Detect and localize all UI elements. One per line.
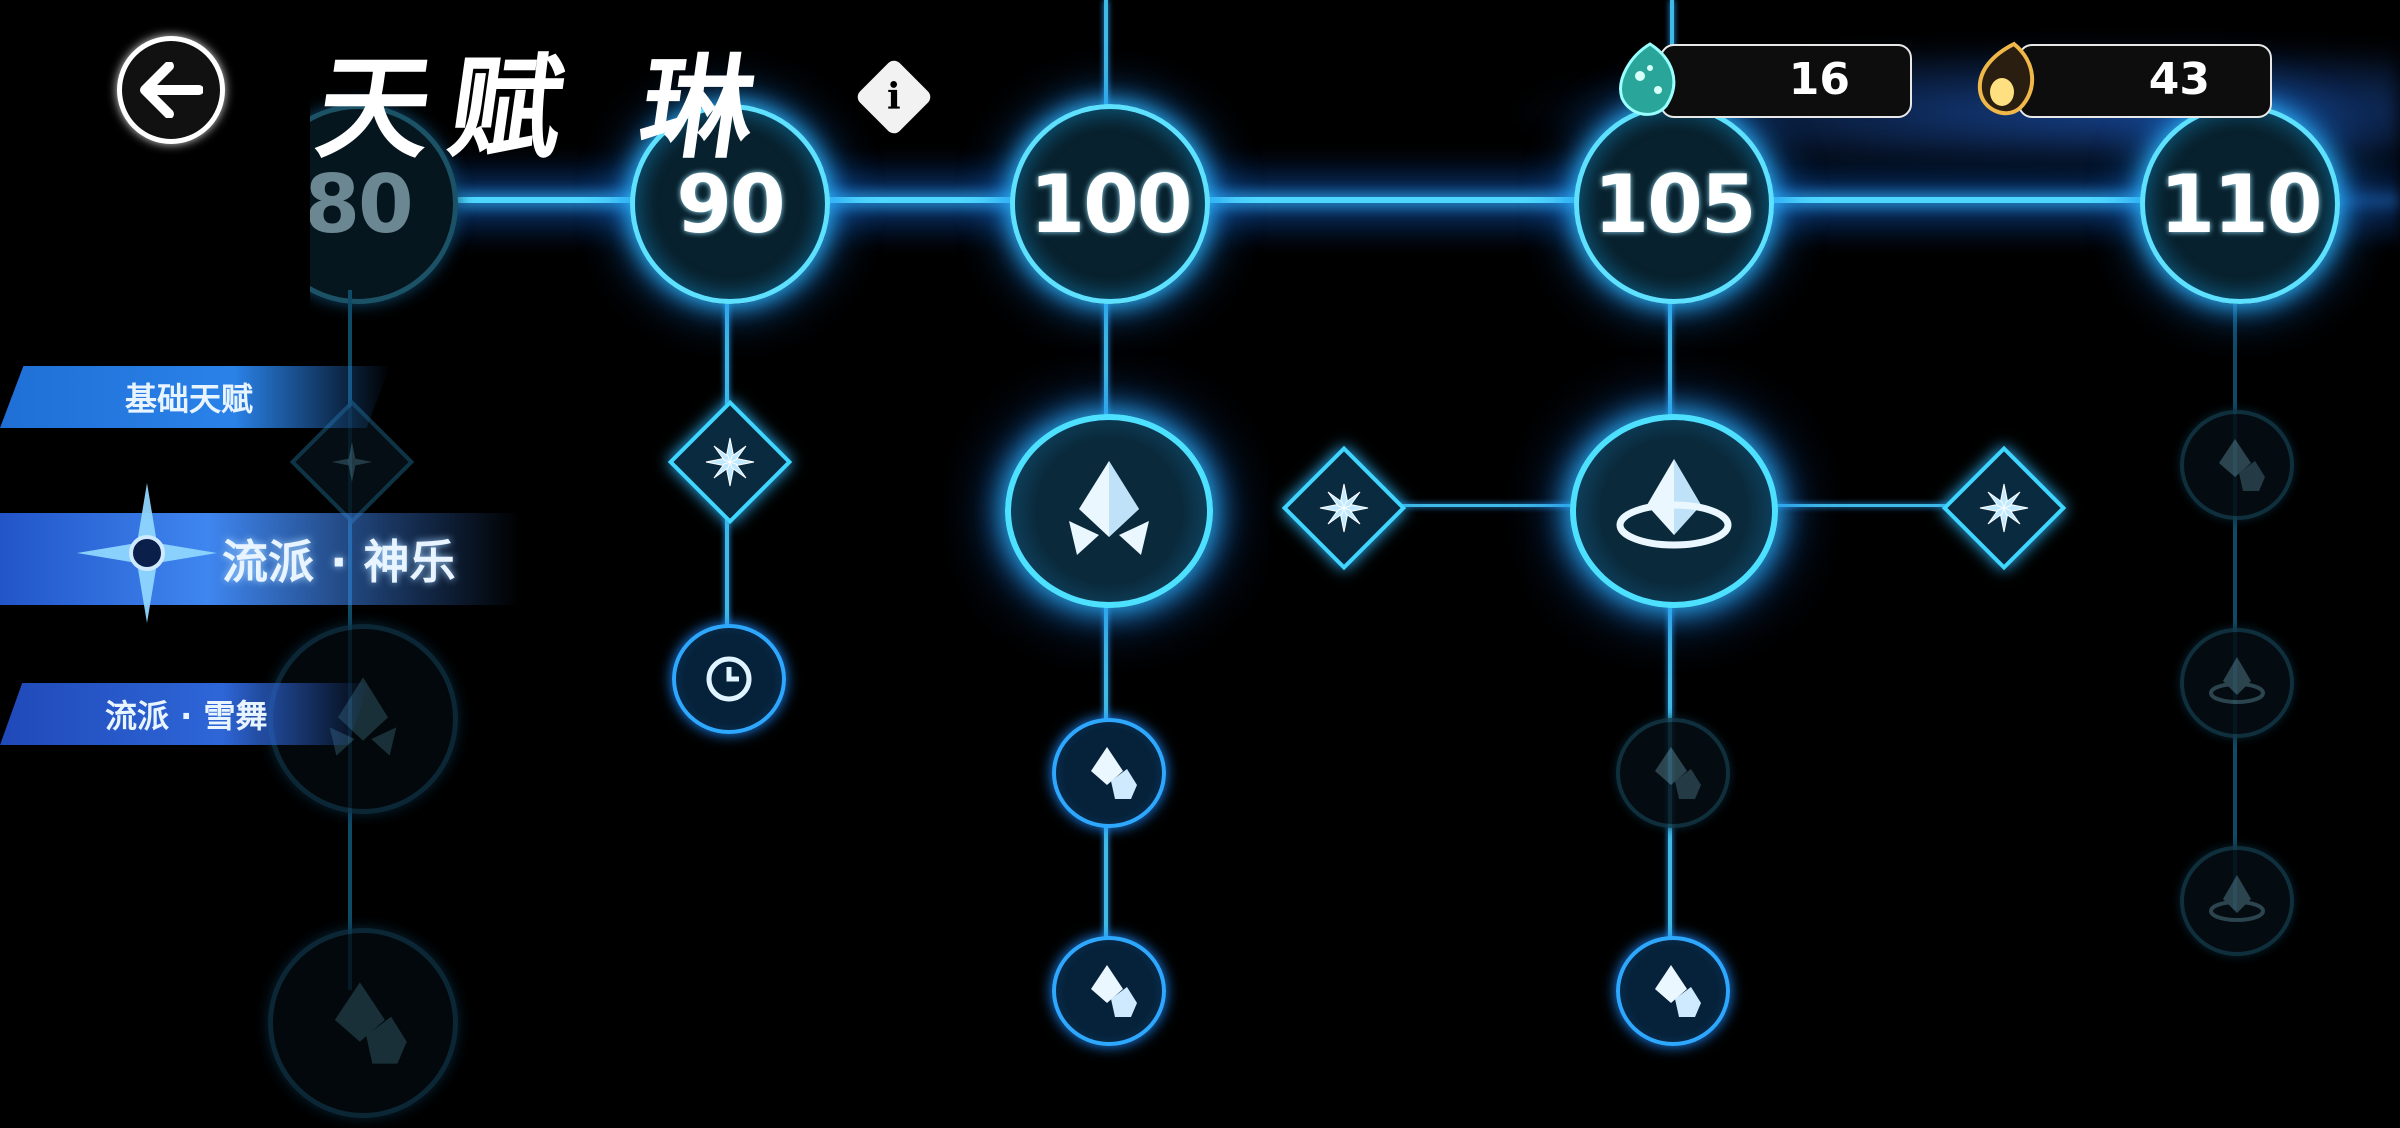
currency-gold: 43 [1977, 41, 2272, 118]
clock-icon [706, 656, 752, 702]
talent-diamond-node-locked[interactable] [289, 399, 415, 525]
talent-node-clock[interactable] [672, 624, 786, 734]
talent-node[interactable] [1052, 936, 1166, 1046]
crystal-house-icon [1655, 965, 1701, 1017]
tab-label: 流派 · 神乐 [222, 535, 456, 589]
talent-node[interactable] [1052, 718, 1166, 828]
snowflake-icon [1979, 483, 2029, 533]
info-button[interactable]: i [854, 57, 934, 137]
tab-label: 基础天赋 [125, 380, 254, 418]
page-title: 天赋 琳 [309, 43, 783, 174]
snowflake-icon [705, 437, 755, 487]
track-line [1104, 0, 1108, 110]
level-node-90[interactable]: 90 [630, 104, 830, 304]
crystal-house-icon [1091, 747, 1137, 799]
info-icon: i [887, 76, 901, 118]
tab-school-kagura[interactable]: 流派 · 神乐 [0, 513, 520, 605]
talent-node-locked[interactable] [2180, 846, 2294, 956]
talent-node-locked[interactable] [2180, 410, 2294, 520]
talent-diamond-node[interactable] [1281, 445, 1407, 571]
crystal-ring-icon [1616, 459, 1732, 549]
tab-basic-talent[interactable]: 基础天赋 [0, 366, 390, 428]
tab-label: 流派 · 雪舞 [105, 697, 268, 735]
talent-node-locked[interactable] [1616, 718, 1730, 828]
talent-node[interactable] [1616, 936, 1730, 1046]
gold-gem-icon [1977, 41, 2034, 116]
talent-node-locked[interactable] [2180, 628, 2294, 738]
teal-gem-icon [1619, 42, 1676, 116]
crystal-icon [1069, 461, 1149, 555]
level-node-100[interactable]: 100 [1010, 104, 1210, 304]
crystal-house-icon [334, 982, 407, 1064]
crystal-ring-icon [2209, 875, 2265, 922]
branch-line [1668, 290, 1672, 990]
currency-teal: 16 [1619, 42, 1912, 118]
currency-gold-value: 43 [2148, 54, 2210, 105]
level-node-105[interactable]: 105 [1574, 104, 1774, 304]
back-arrow-icon [140, 62, 203, 118]
crystal-ring-icon [2209, 657, 2265, 704]
level-node-110[interactable]: 110 [2140, 104, 2340, 304]
currency-teal-value: 16 [1788, 54, 1850, 105]
crystal-house-icon [1091, 965, 1137, 1017]
snowflake-icon [332, 442, 372, 482]
talent-diamond-node[interactable] [1941, 445, 2067, 571]
crystal-house-icon [1655, 747, 1701, 799]
level-track [310, 197, 2330, 203]
shuriken-icon [77, 483, 217, 623]
talent-diamond-node[interactable] [667, 399, 793, 525]
talent-node-locked[interactable] [268, 928, 458, 1118]
tab-school-snowdance[interactable]: 流派 · 雪舞 [0, 683, 370, 745]
crystal-house-icon [2219, 439, 2265, 491]
back-button[interactable] [117, 36, 225, 144]
talent-node-major[interactable] [1005, 414, 1213, 608]
branch-line [1104, 290, 1108, 990]
talent-node-major[interactable] [1570, 414, 1778, 608]
branch-line-locked [2233, 290, 2237, 910]
snowflake-icon [1319, 483, 1369, 533]
